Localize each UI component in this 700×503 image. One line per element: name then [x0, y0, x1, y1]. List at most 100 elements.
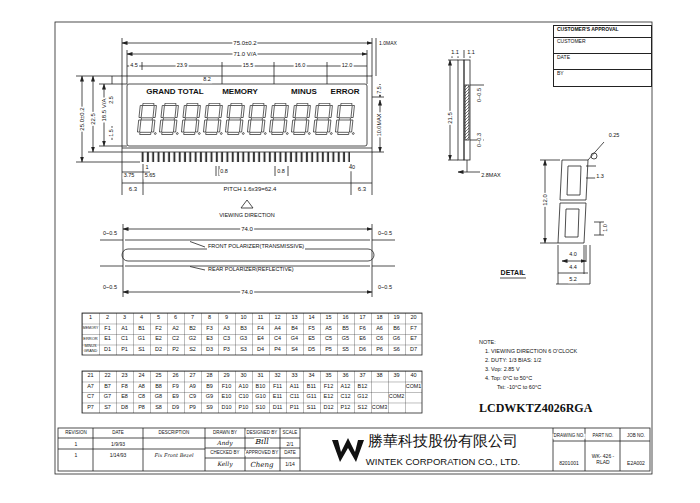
- pin-table-cell: D5: [308, 347, 315, 353]
- pin-table-cell: P8: [138, 405, 145, 411]
- pin-table-cell: S4: [291, 347, 298, 353]
- drawing-label: 5.2: [568, 277, 578, 283]
- drawing-label: PART NO.: [592, 434, 615, 439]
- drawing-label: SCALE: [282, 431, 299, 436]
- drawing-label: 74.0: [240, 289, 254, 295]
- pin-table-cell: S1: [138, 347, 145, 353]
- pin-table-cell: S2: [189, 347, 196, 353]
- pin-table-cell: C11: [290, 395, 300, 401]
- pin-table-cell: S5: [342, 347, 349, 353]
- pin-number: 38: [376, 374, 382, 380]
- pin-table-cell: P9: [189, 405, 196, 411]
- drawing-label: 0.25: [608, 133, 621, 139]
- drawing-label: 0~0.5: [377, 285, 393, 291]
- drawing-label: 0~0.5: [377, 231, 393, 237]
- drawing-label: 1/9/93: [110, 442, 126, 447]
- pin-table-cell: A10: [239, 384, 249, 390]
- pin-table-cell: F3: [206, 326, 212, 332]
- drawing-label: 2.5: [109, 95, 115, 105]
- pin-table-cell: F7: [410, 326, 416, 332]
- pin-table-cell: B12: [358, 384, 368, 390]
- drawing-label: 25.0±0.2: [79, 106, 85, 131]
- pin-table-cell: S9: [206, 405, 213, 411]
- drawing-label: 勝華科技股份有限公司: [367, 434, 519, 449]
- drawing-label: 1.1: [450, 50, 460, 56]
- pin-table-cell: D10: [221, 405, 231, 411]
- drawing-label: 2. DUTY: 1/3 BIAS: 1/2: [484, 358, 542, 364]
- pin-table-cell: G11: [307, 395, 317, 401]
- drawing-label: 3. Vop: 2.85 V: [484, 367, 521, 373]
- drawing-label: Cheng: [250, 462, 275, 469]
- pin-table-cell: P6: [376, 347, 383, 353]
- pin-number: 7: [191, 316, 194, 322]
- pin-table-cell: G4: [291, 337, 298, 343]
- pin-number: 8: [208, 316, 211, 322]
- pin-number: 10: [240, 316, 246, 322]
- pin-table-cell: D7: [410, 347, 417, 353]
- approval-row: CUSTOMER: [554, 38, 651, 54]
- pin-number: 32: [274, 374, 280, 380]
- drawing-label: 23.9: [176, 63, 189, 69]
- pin-table-cell: COM2: [389, 395, 404, 400]
- drawing-label: 0.8: [219, 169, 229, 175]
- pin-table-cell: A6: [376, 326, 383, 332]
- pin-table-cell: E8: [121, 395, 128, 401]
- drawing-label: 8.2: [202, 77, 212, 83]
- drawing-label: 4.4: [568, 265, 578, 271]
- pin-table-cell: E6: [359, 337, 366, 343]
- pin-number: 22: [104, 374, 110, 380]
- pin-table-cell: D2: [155, 347, 162, 353]
- pin-table-cell: E10: [222, 395, 232, 401]
- pin-table-cell: E1: [104, 337, 111, 343]
- pin-table-cell: G1: [138, 337, 145, 343]
- pin-table-cell: B10: [256, 384, 266, 390]
- pin-number: 29: [223, 374, 229, 380]
- approval-box: CUSTOMER'S APPROVALCUSTOMERDATEBY: [553, 25, 652, 87]
- drawing-label: DESCRIPTION: [158, 431, 191, 436]
- pin-number: 34: [308, 374, 314, 380]
- pin-table-cell: C2: [172, 337, 179, 343]
- pin-number: 5: [157, 316, 160, 322]
- drawing-label: 1.0MAX: [378, 41, 398, 46]
- pin-number: 25: [155, 374, 161, 380]
- pin-table-cell: A8: [138, 384, 145, 390]
- drawing-label: APPROVED BY: [245, 451, 279, 456]
- pin-number: 15: [325, 316, 331, 322]
- pin-table-cell: C8: [138, 395, 145, 401]
- drawing-label: ERROR: [330, 88, 361, 96]
- drawing-label: 18.5 V/A: [101, 97, 107, 122]
- pin-table-cell: C4: [274, 337, 281, 343]
- pin-number: 6: [174, 316, 177, 322]
- drawing-label: 12.0: [341, 63, 354, 69]
- drawing-label: 7.5: [377, 85, 383, 95]
- drawing-label: Fix Front Bezel: [154, 453, 195, 458]
- pin-table-cell: F8: [121, 384, 127, 390]
- drawing-label: CHECKED BY: [209, 451, 240, 456]
- pin-number: 36: [342, 374, 348, 380]
- drawing-label: 0.8: [276, 169, 286, 175]
- drawing-label: DETAIL: [500, 269, 527, 276]
- drawing-label: Kelly: [216, 461, 233, 467]
- drawing-label: 0~0.5: [102, 231, 118, 237]
- pin-number: 35: [325, 374, 331, 380]
- drawing-label: 5.65: [144, 173, 157, 179]
- pin-table-cell: F11: [273, 384, 282, 390]
- drawing-label: 4. Top: 0°C to 50°C: [484, 376, 533, 382]
- pin-table-cell: C12: [340, 395, 350, 401]
- drawing-label: 40: [348, 165, 356, 171]
- pin-table-cell: B1: [138, 326, 145, 332]
- drawing-label: WINTEK CORPORATION CO., LTD.: [365, 457, 521, 467]
- pin-table-cell: D11: [273, 405, 283, 411]
- pin-number: 33: [291, 374, 297, 380]
- drawing-label: E2A002: [626, 461, 646, 466]
- pin-table-cell: C1: [121, 337, 128, 343]
- pin-number: 9: [225, 316, 228, 322]
- pin-table-cell: E12: [324, 395, 334, 401]
- pin-number: 1: [89, 316, 92, 322]
- drawing-label: 21.5: [447, 111, 453, 125]
- pin-table-cell: A2: [172, 326, 179, 332]
- pin-table-cell: B7: [104, 384, 111, 390]
- pin-table-cell: G2: [189, 337, 196, 343]
- drawing-label: 1.3: [595, 174, 605, 180]
